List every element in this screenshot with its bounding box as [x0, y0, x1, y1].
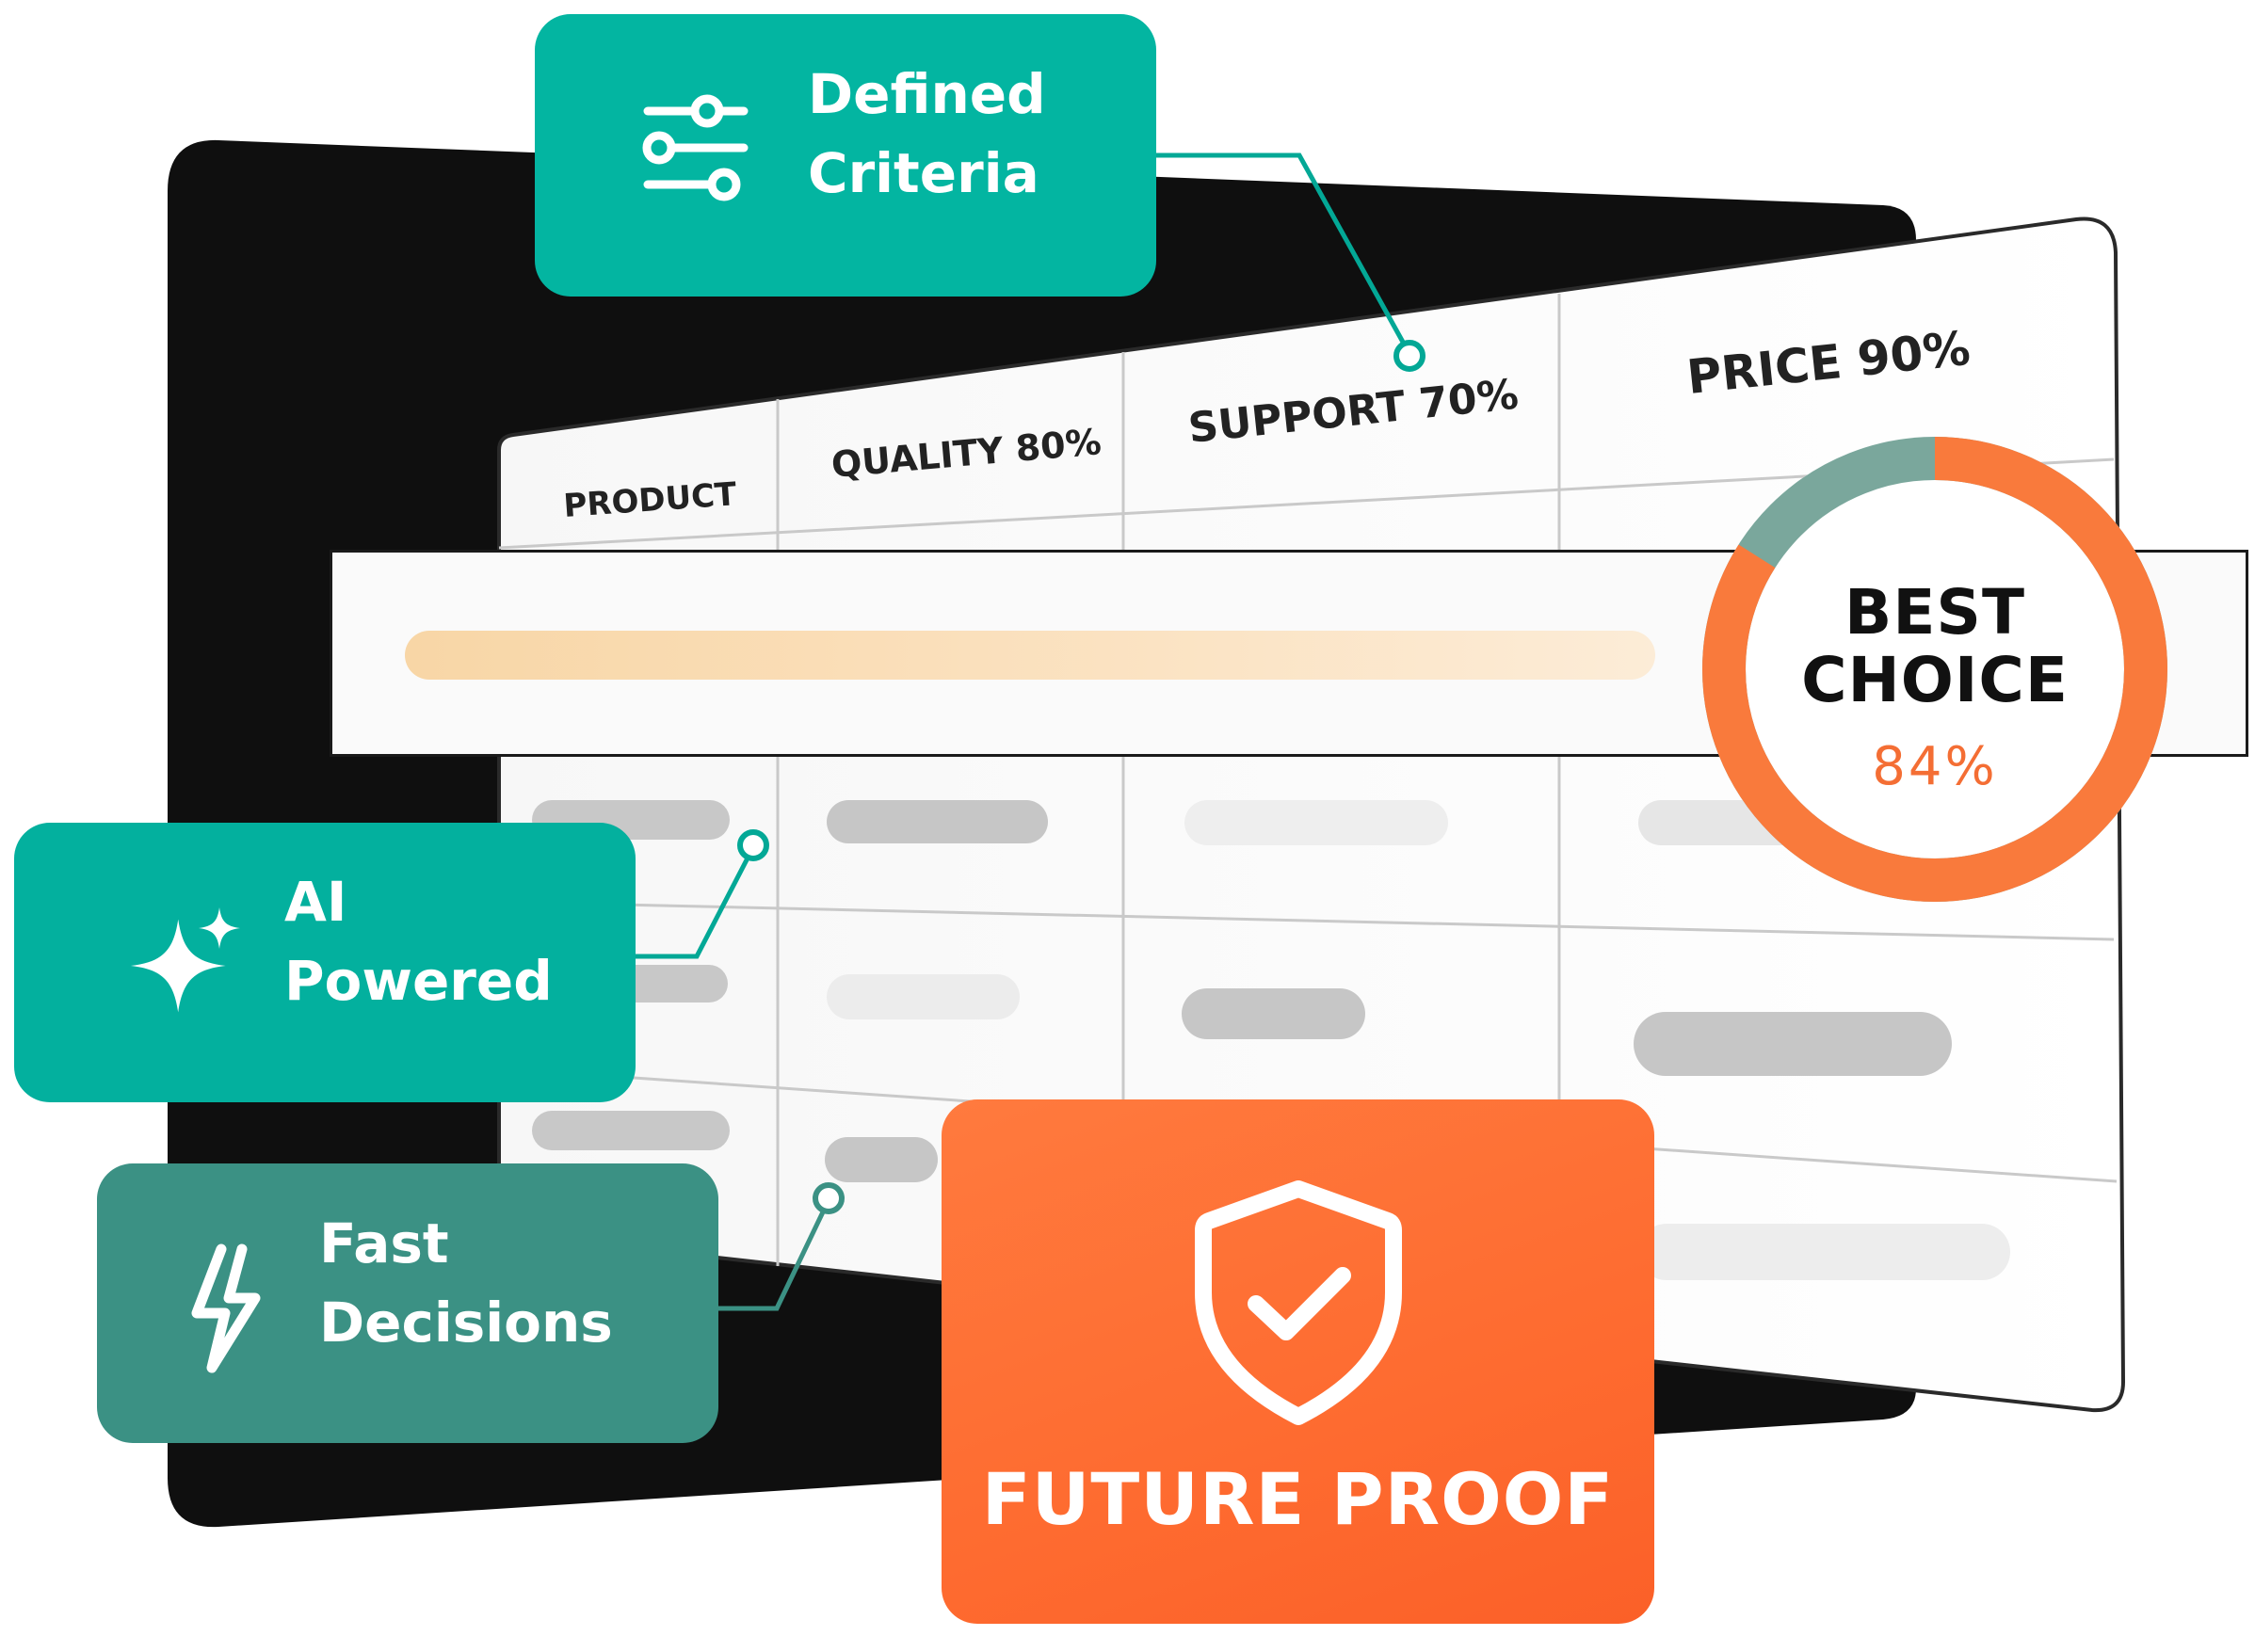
best-choice-percent: 84% [1872, 736, 1998, 797]
fast-decisions-line2: Decisions [319, 1291, 613, 1355]
best-choice-title-line2: CHOICE [1801, 644, 2069, 716]
ai-powered-line1: AI [284, 870, 347, 934]
best-choice-ring [1702, 437, 2167, 902]
shield-check-icon [1195, 1180, 1402, 1425]
sparkle-icon [130, 907, 240, 1013]
best-choice-title-line1: BEST [1844, 576, 2025, 649]
future-proof-label: FUTURE PROOF [981, 1457, 1615, 1541]
highlighted-row-bar [405, 631, 1655, 680]
lightning-icon [191, 1243, 261, 1373]
future-proof-card: FUTURE PROOF [942, 1099, 1654, 1624]
ai-powered-card: AI Powered [14, 823, 636, 1102]
defined-criteria-card: Defined Criteria [535, 14, 1156, 297]
fast-decisions-card: Fast Decisions [97, 1163, 718, 1443]
defined-criteria-line2: Criteria [808, 141, 1039, 205]
ai-powered-line2: Powered [284, 949, 553, 1013]
sliders-icon [642, 94, 749, 201]
fast-decisions-line1: Fast [319, 1211, 449, 1275]
defined-criteria-line1: Defined [808, 62, 1046, 126]
placeholder-row-3 [532, 1111, 2010, 1280]
